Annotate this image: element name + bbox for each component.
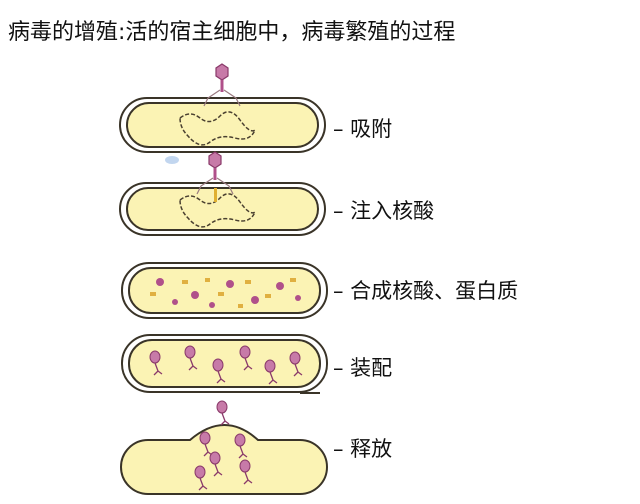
- cell-synthesis: [121, 262, 328, 319]
- cell-assembly: [121, 334, 328, 394]
- step-label-attachment: – 吸附: [333, 117, 393, 141]
- step-label-release: – 释放: [333, 437, 393, 461]
- cell-attachment: [119, 63, 326, 164]
- step-label-assembly: – 装配: [333, 356, 393, 380]
- step-label-synthesis: – 合成核酸、蛋白质: [333, 279, 519, 303]
- cell-injection: [119, 151, 326, 236]
- step-label-injection: – 注入核酸: [333, 199, 435, 223]
- cell-release: [120, 400, 328, 495]
- diagram-title: 病毒的增殖:活的宿主细胞中，病毒繁殖的过程: [8, 20, 456, 45]
